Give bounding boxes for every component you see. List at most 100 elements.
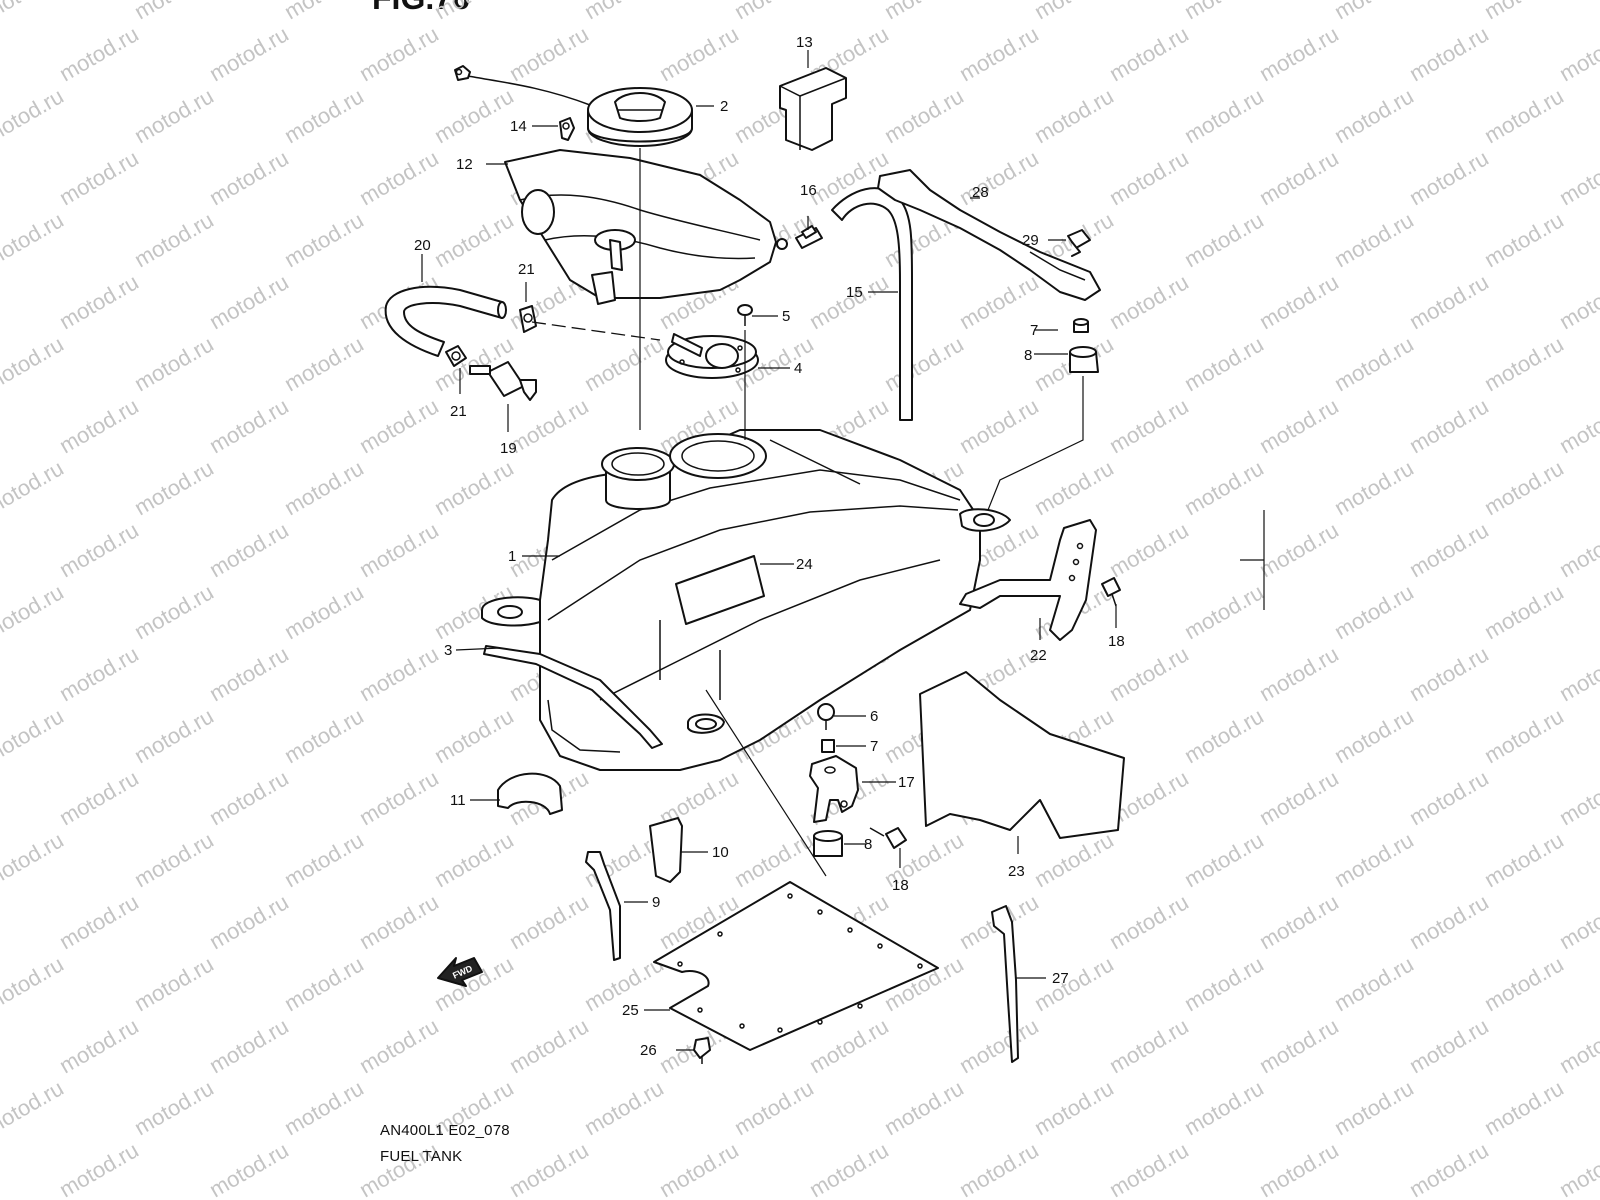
- under-cover-plate: [653, 881, 939, 1051]
- callout-14: 14: [510, 118, 527, 135]
- watermark-text: motod.ru: [505, 1013, 593, 1078]
- watermark-text: motod.ru: [805, 1137, 893, 1200]
- callout-7-upper: 7: [1030, 322, 1038, 339]
- watermark-text: motod.ru: [1030, 0, 1118, 24]
- watermark-text: motod.ru: [1330, 0, 1418, 24]
- collar-7-upper: [1073, 318, 1089, 333]
- fuel-cap-tether: [454, 65, 591, 106]
- callout-18-upper: 18: [1108, 633, 1125, 650]
- watermark-text: motod.ru: [0, 83, 68, 148]
- watermark-text: motod.ru: [1105, 517, 1193, 582]
- watermark-text: motod.ru: [130, 0, 218, 24]
- callout-20: 20: [414, 237, 431, 254]
- callout-9: 9: [652, 894, 660, 911]
- watermark-text: motod.ru: [1405, 393, 1493, 458]
- clip-part-14: [559, 117, 575, 141]
- callout-21-upper: 21: [518, 261, 535, 278]
- callout-17: 17: [898, 774, 915, 791]
- watermark-text: motod.ru: [130, 331, 218, 396]
- mounting-bracket-28: [877, 169, 1101, 301]
- watermark-text: motod.ru: [430, 455, 518, 520]
- watermark-text: motod.ru: [1480, 1075, 1568, 1140]
- forward-direction-arrow: FWD: [437, 957, 483, 987]
- watermark-text: motod.ru: [55, 641, 143, 706]
- watermark-text: motod.ru: [205, 889, 293, 954]
- watermark-text: motod.ru: [1555, 1013, 1600, 1078]
- watermark-text: motod.ru: [1180, 1075, 1268, 1140]
- watermark-text: motod.ru: [1330, 579, 1418, 644]
- watermark-text: motod.ru: [505, 1137, 593, 1200]
- watermark-text: motod.ru: [1255, 765, 1343, 830]
- watermark-text: motod.ru: [1555, 517, 1600, 582]
- callout-8-upper: 8: [1024, 347, 1032, 364]
- watermark-text: motod.ru: [1030, 951, 1118, 1016]
- watermark-text: motod.ru: [1330, 331, 1418, 396]
- callout-19: 19: [500, 440, 517, 457]
- watermark-text: motod.ru: [280, 455, 368, 520]
- callout-26: 26: [640, 1042, 657, 1059]
- watermark-text: motod.ru: [1480, 331, 1568, 396]
- callout-25: 25: [622, 1002, 639, 1019]
- figure-title: FIG.76: [372, 0, 470, 17]
- watermark-text: motod.ru: [55, 1013, 143, 1078]
- watermark-text: motod.ru: [655, 21, 743, 86]
- watermark-text: motod.ru: [1180, 331, 1268, 396]
- watermark-text: motod.ru: [1105, 21, 1193, 86]
- watermark-text: motod.ru: [1555, 393, 1600, 458]
- figure-caption: FUEL TANK: [380, 1148, 463, 1165]
- callout-1: 1: [508, 548, 516, 565]
- watermark-text: motod.ru: [730, 827, 818, 892]
- watermark-text: motod.ru: [205, 21, 293, 86]
- watermark-text: motod.ru: [880, 331, 968, 396]
- hose-clip-lower: [445, 345, 467, 367]
- bracket-17: [809, 755, 859, 823]
- watermark-text: motod.ru: [1105, 641, 1193, 706]
- watermark-text: motod.ru: [505, 889, 593, 954]
- watermark-text: motod.ru: [430, 0, 518, 24]
- watermark-text: motod.ru: [1105, 1137, 1193, 1200]
- bolt-29: [1067, 229, 1091, 257]
- watermark-text: motod.ru: [1330, 951, 1418, 1016]
- watermark-text: motod.ru: [355, 889, 443, 954]
- watermark-text: motod.ru: [0, 331, 68, 396]
- hose-clip-upper: [519, 305, 537, 333]
- watermark-text: motod.ru: [130, 83, 218, 148]
- cover-10: [649, 817, 683, 883]
- watermark-text: motod.ru: [1555, 1137, 1600, 1200]
- watermark-text: motod.ru: [1405, 145, 1493, 210]
- watermark-text: motod.ru: [1255, 145, 1343, 210]
- watermark-text: motod.ru: [1255, 889, 1343, 954]
- watermark-text: motod.ru: [1555, 145, 1600, 210]
- callout-16: 16: [800, 182, 817, 199]
- watermark-text: motod.ru: [655, 1137, 743, 1200]
- watermark-text: motod.ru: [280, 207, 368, 272]
- watermark-text: motod.ru: [1180, 0, 1268, 24]
- callout-2: 2: [720, 98, 728, 115]
- watermark-text: motod.ru: [1105, 269, 1193, 334]
- watermark-text: motod.ru: [1405, 765, 1493, 830]
- watermark-text: motod.ru: [1255, 517, 1343, 582]
- watermark-text: motod.ru: [1405, 21, 1493, 86]
- watermark-text: motod.ru: [205, 1013, 293, 1078]
- watermark-text: motod.ru: [1405, 269, 1493, 334]
- watermark-text: motod.ru: [880, 1075, 968, 1140]
- callout-7-lower: 7: [870, 738, 878, 755]
- watermark-text: motod.ru: [355, 517, 443, 582]
- watermark-text: motod.ru: [880, 83, 968, 148]
- model-code-label: AN400L1 E02_078: [380, 1122, 510, 1139]
- callout-21-lower: 21: [450, 403, 467, 420]
- watermark-text: motod.ru: [955, 1137, 1043, 1200]
- watermark-text: motod.ru: [55, 517, 143, 582]
- watermark-text: motod.ru: [1405, 889, 1493, 954]
- fuel-pump-plate: [665, 333, 759, 379]
- watermark-text: motod.ru: [130, 703, 218, 768]
- watermark-text: motod.ru: [1480, 0, 1568, 24]
- watermark-text: motod.ru: [355, 1013, 443, 1078]
- filler-tray: [504, 149, 788, 305]
- watermark-text: motod.ru: [430, 83, 518, 148]
- watermark-text: motod.ru: [55, 21, 143, 86]
- watermark-text: motod.ru: [280, 0, 368, 24]
- watermark-text: motod.ru: [955, 393, 1043, 458]
